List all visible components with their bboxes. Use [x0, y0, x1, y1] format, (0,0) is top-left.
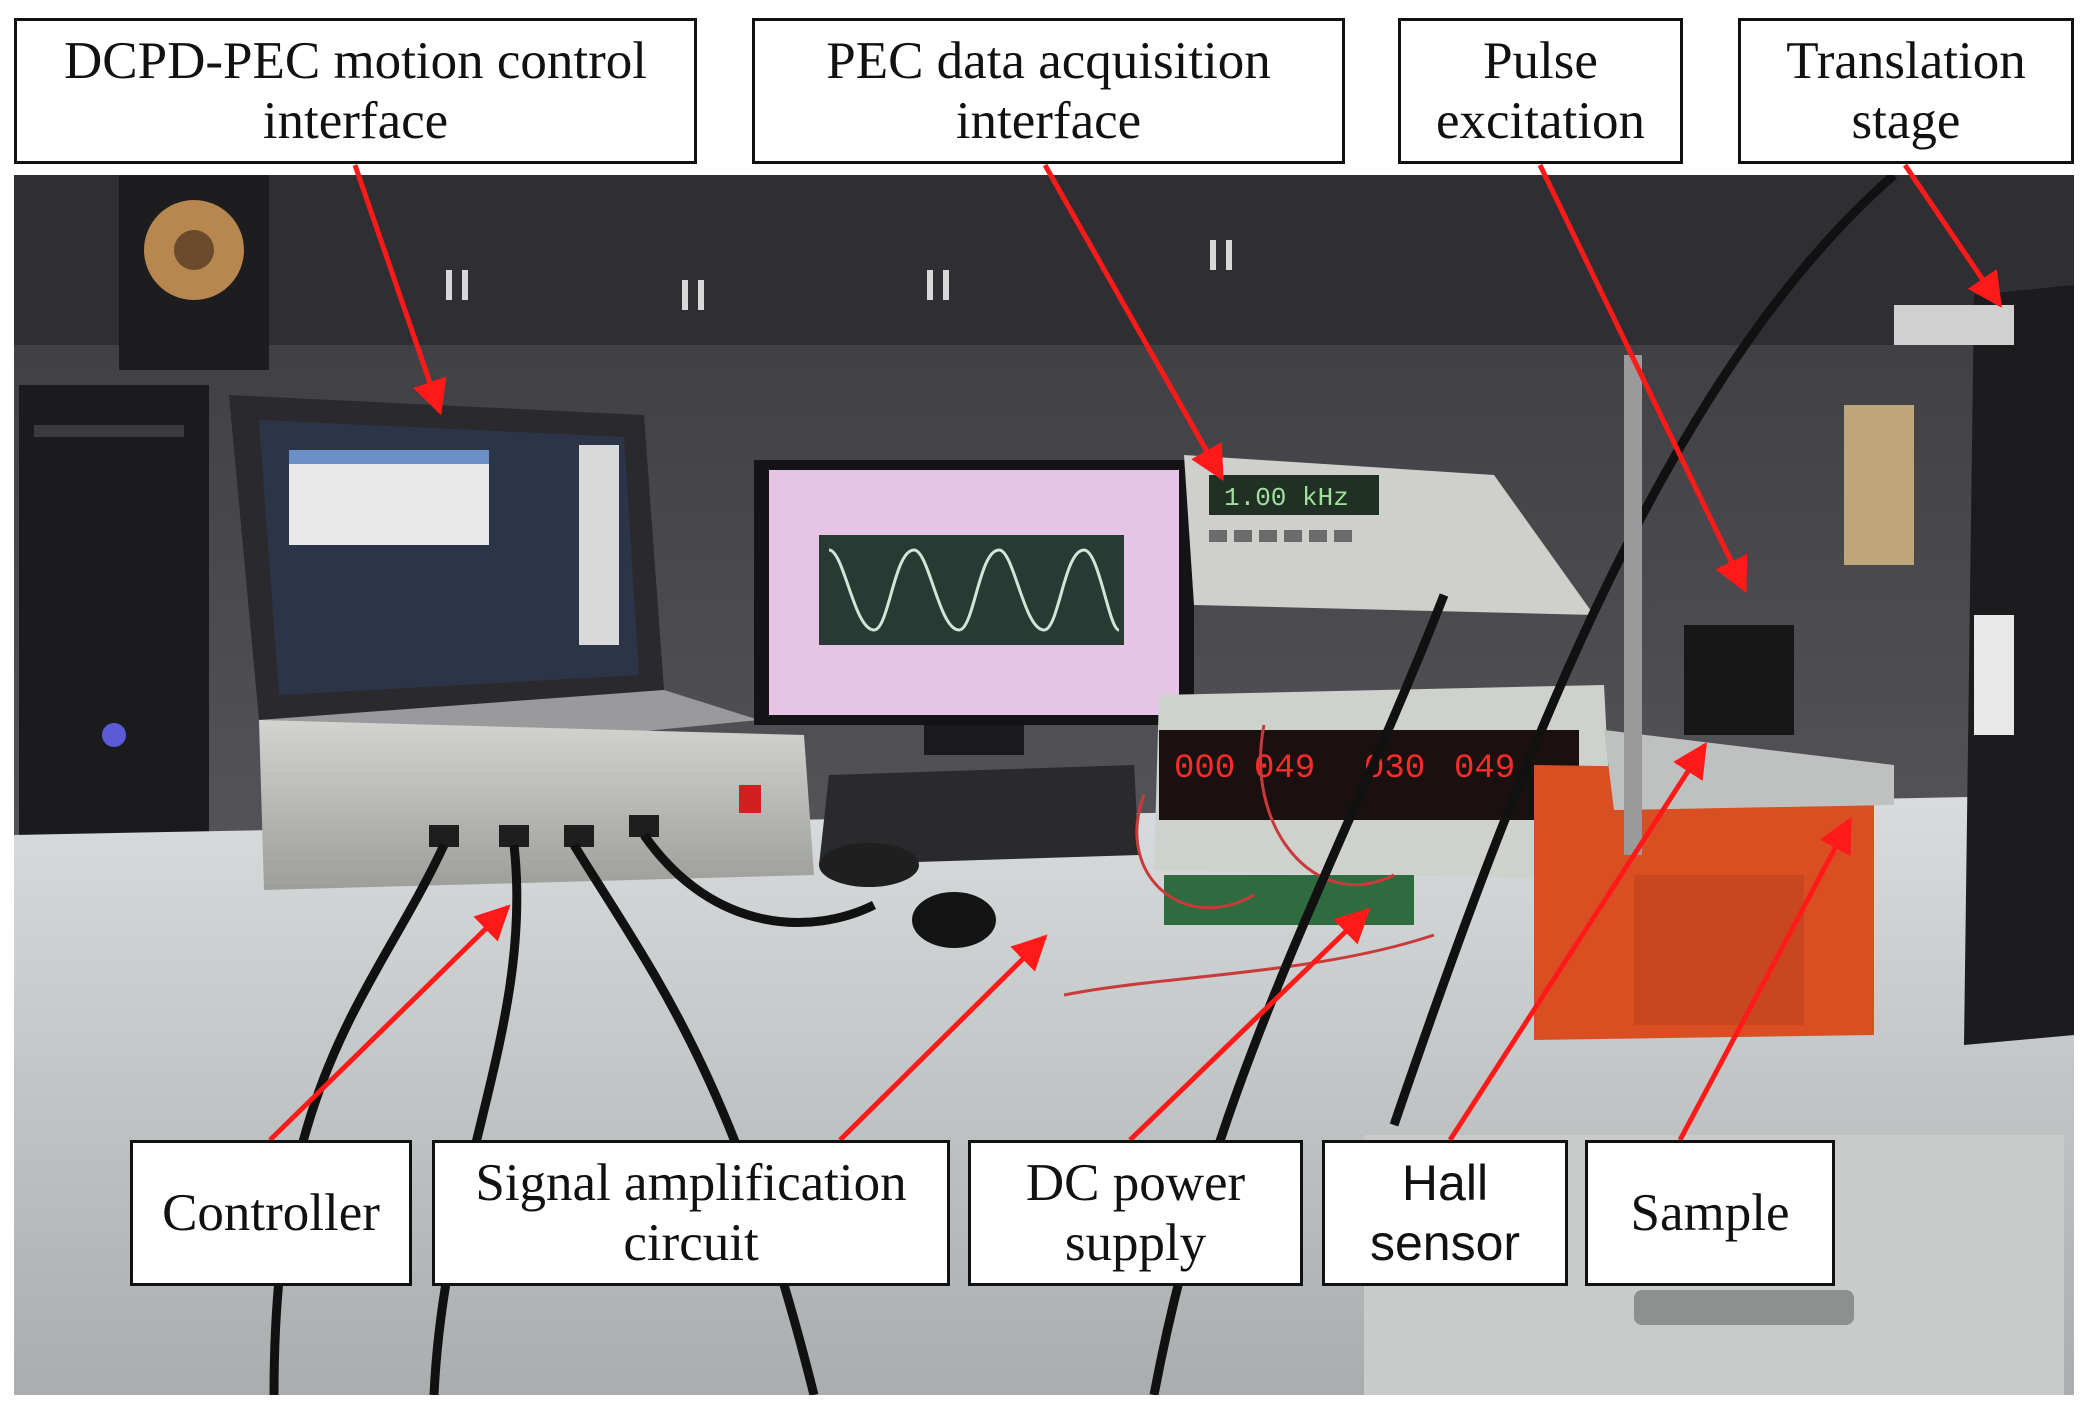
generator-display — [1209, 475, 1379, 515]
keyboard — [819, 765, 1139, 865]
label-motion-control: DCPD-PEC motion control interface — [14, 18, 697, 164]
label-signal-amplification: Signal amplification circuit — [432, 1140, 950, 1286]
power-led — [102, 723, 126, 747]
power-supply-reading-4: 049 — [1454, 750, 1515, 788]
controller-switch — [739, 785, 761, 813]
square-wave-trace — [828, 548, 1120, 632]
hall-sensor-holder — [1684, 625, 1794, 735]
label-dc-power-supply: DC power supply — [968, 1140, 1303, 1286]
translation-stage — [1964, 285, 2074, 1045]
controller-box — [259, 720, 814, 890]
label-data-acquisition: PEC data acquisition interface — [752, 18, 1345, 164]
label-translation-stage: Translation stage — [1738, 18, 2074, 164]
controller-connectors — [429, 815, 659, 847]
label-controller: Controller — [130, 1140, 412, 1286]
waveform-panel — [819, 535, 1124, 645]
label-hall-sensor: Hall sensor — [1322, 1140, 1568, 1286]
pc-tower — [19, 385, 209, 855]
generator-display-text: 1.00 kHz — [1224, 483, 1349, 513]
power-supply-reading-2: 049 — [1254, 750, 1315, 788]
mouse — [912, 892, 996, 948]
power-supply-reading-1: 000 — [1174, 750, 1235, 788]
motion-control-window — [289, 450, 489, 545]
label-pulse-excitation: Pulse excitation — [1398, 18, 1683, 164]
label-sample: Sample — [1585, 1140, 1835, 1286]
